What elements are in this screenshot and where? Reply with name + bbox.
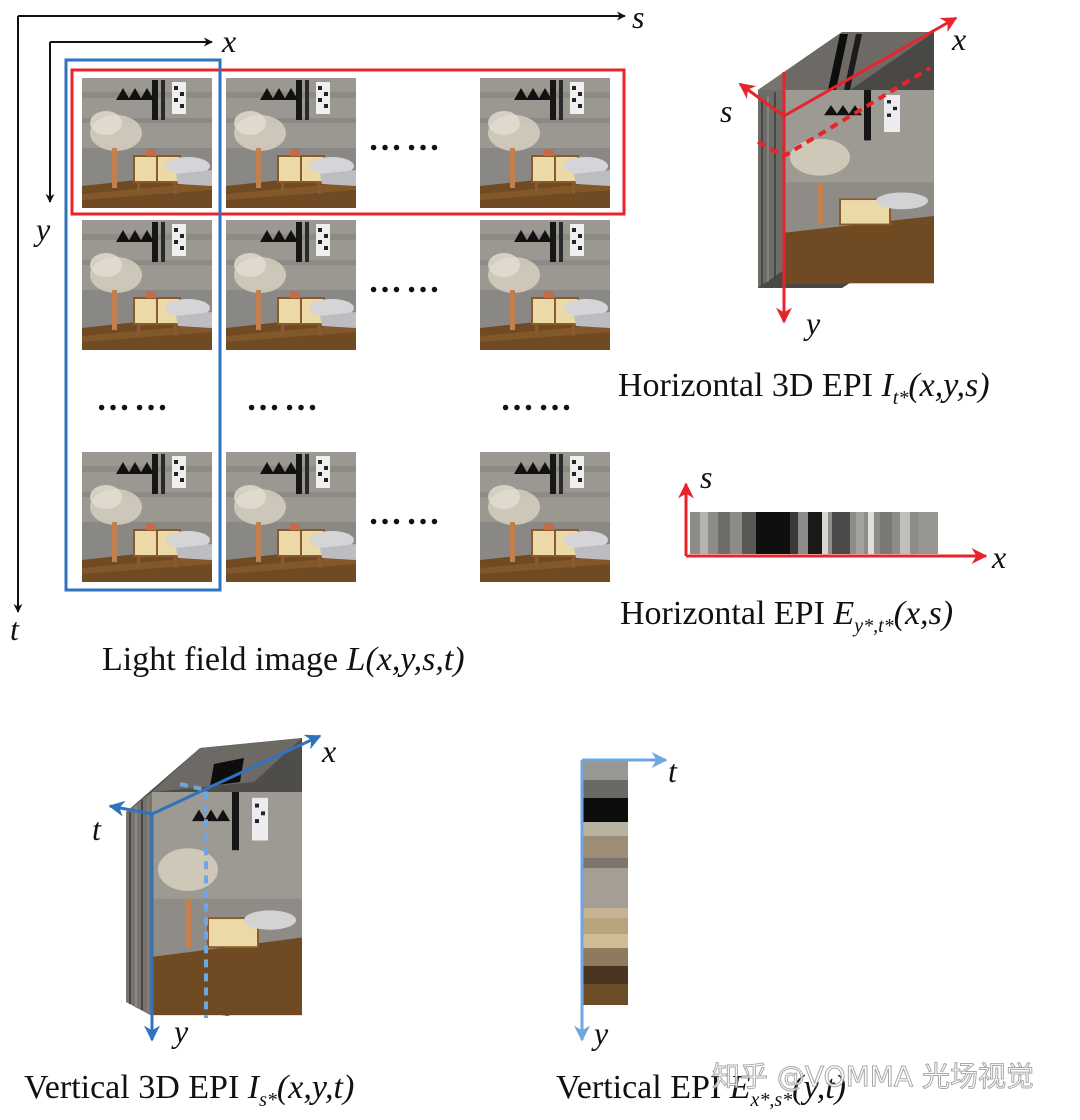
ellipsis-row-2: …… bbox=[368, 263, 444, 300]
h3d-slice-line bbox=[757, 66, 932, 159]
ellipsis-row-1: …… bbox=[368, 121, 444, 158]
vepi-caption: Vertical EPI Ex*,s*(y,t) bbox=[556, 1069, 846, 1111]
cube-top-face bbox=[758, 32, 934, 90]
v3d-y-label: y bbox=[171, 1013, 189, 1049]
h3d-caption: Horizontal 3D EPI It*(x,y,s) bbox=[618, 367, 990, 409]
horizontal-epi-strip bbox=[690, 512, 938, 554]
view-row-2: …… bbox=[81, 219, 611, 351]
vcube-side-stripes bbox=[126, 792, 152, 1016]
hepi-x-label: x bbox=[991, 539, 1006, 575]
h3d-y-label: y bbox=[803, 305, 821, 341]
v3d-t-axis-arrow bbox=[108, 800, 153, 817]
vepi-t-label: t bbox=[668, 753, 678, 789]
cube-side-stripes bbox=[758, 72, 784, 288]
vepi-y-label: y bbox=[591, 1015, 609, 1051]
y-axis-label: y bbox=[33, 211, 51, 247]
v3d-x-label: x bbox=[321, 733, 336, 769]
s-axis-label: s bbox=[632, 0, 644, 35]
vertical-3d-epi: x t y Vertical 3D EPI Is*(x,y,t) bbox=[24, 733, 354, 1111]
ellipsis-col-3: …… bbox=[500, 381, 576, 418]
light-field-caption: Light field image L(x,y,s,t) bbox=[102, 641, 465, 678]
vertical-selection-box bbox=[64, 58, 222, 592]
light-field-grid: s t x y …… …… …… …… …… …… Light bbox=[10, 0, 644, 678]
watermark: 知乎 @VOMMA 光场视觉 bbox=[712, 1060, 1034, 1093]
ellipsis-col-2: …… bbox=[246, 381, 322, 418]
vcube-front-face bbox=[151, 791, 303, 1017]
v3d-x-axis-arrow bbox=[151, 734, 322, 816]
vertical-epi: t y Vertical EPI Ex*,s*(y,t) bbox=[556, 752, 846, 1111]
h3d-x-axis-arrow bbox=[783, 16, 958, 118]
hepi-caption: Horizontal EPI Ey*,t*(x,s) bbox=[620, 595, 953, 637]
ellipsis-col-1: …… bbox=[96, 381, 172, 418]
horizontal-selection-box bbox=[70, 68, 626, 216]
hepi-s-label: s bbox=[700, 459, 712, 495]
x-axis-label: x bbox=[221, 23, 236, 59]
h3d-s-axis-arrow bbox=[738, 82, 785, 118]
ellipsis-row-3: …… bbox=[368, 495, 444, 532]
t-axis-label: t bbox=[10, 611, 20, 647]
cube-front-face bbox=[783, 89, 935, 285]
ellipsis-row: …… …… …… bbox=[96, 381, 576, 418]
h3d-s-label: s bbox=[720, 93, 732, 129]
horizontal-3d-epi: x s y Horizontal 3D EPI It*(x,y,s) bbox=[618, 16, 990, 409]
vertical-epi-strip bbox=[582, 760, 628, 1005]
v3d-t-label: t bbox=[92, 811, 102, 847]
view-row-1: …… bbox=[81, 77, 611, 209]
horizontal-epi: s x Horizontal EPI Ey*,t*(x,s) bbox=[620, 459, 1006, 637]
h3d-x-label: x bbox=[951, 21, 966, 57]
v3d-caption: Vertical 3D EPI Is*(x,y,t) bbox=[24, 1069, 354, 1111]
view-row-3: …… bbox=[81, 451, 611, 583]
